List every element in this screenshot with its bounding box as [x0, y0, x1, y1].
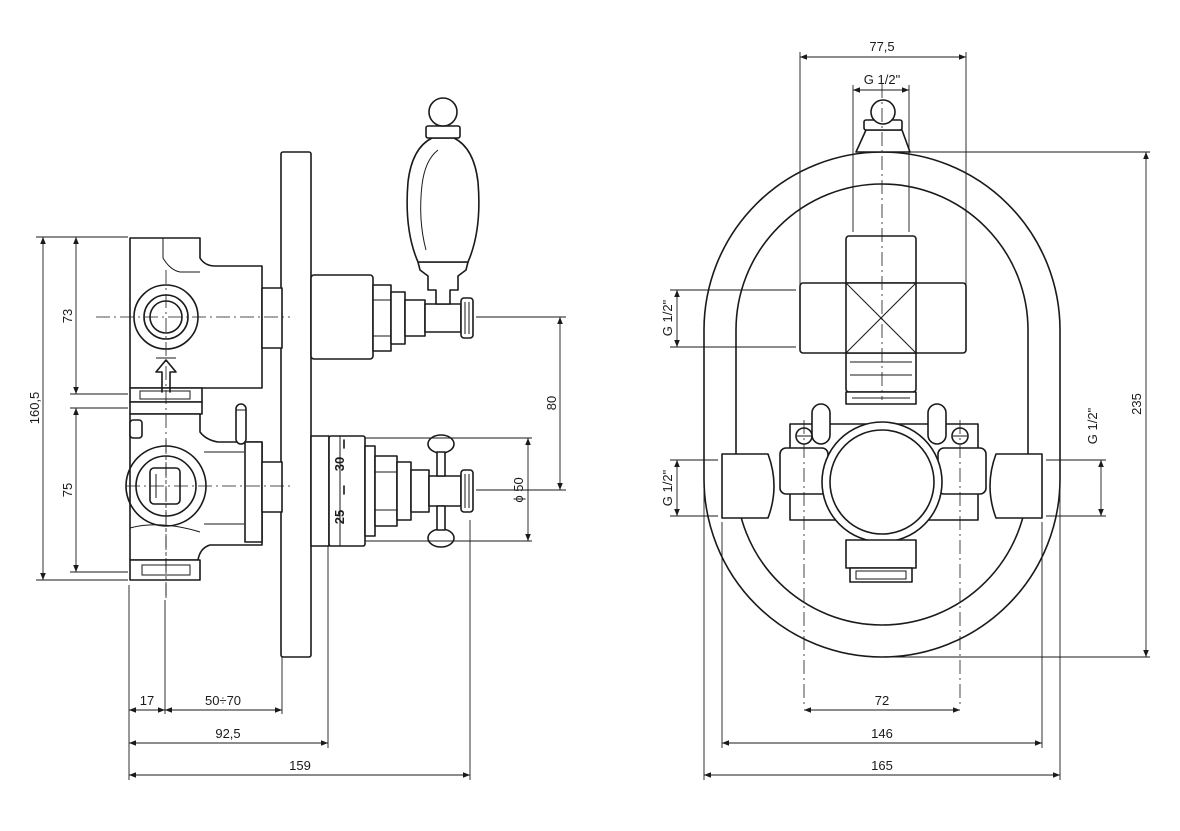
dim-75: 75	[60, 483, 75, 497]
upper-valve-body	[129, 237, 263, 403]
dim-g-left-top: G 1/2"	[660, 299, 675, 336]
lower-valve-assembly	[721, 403, 1043, 583]
dim-g-left-bottom: G 1/2"	[660, 469, 675, 506]
lower-valve-body	[125, 401, 283, 581]
dim-92-5: 92,5	[215, 726, 240, 741]
dim-50-70: 50÷70	[205, 693, 241, 708]
dim-phi50: ϕ 50	[511, 477, 526, 502]
dim-235: 235	[1129, 393, 1144, 415]
dim-g-right: G 1/2"	[1085, 407, 1100, 444]
wall-plate	[280, 151, 312, 658]
scale-25: 25	[332, 510, 347, 524]
upper-cross-connector	[799, 235, 967, 405]
scale-30: 30	[332, 457, 347, 471]
dim-146: 146	[871, 726, 893, 741]
dim-17: 17	[140, 693, 154, 708]
dim-159: 159	[289, 758, 311, 773]
lever-handle	[406, 97, 480, 305]
thermostat-cylinder: 30 25	[310, 434, 474, 548]
side-view: 30 25	[27, 97, 566, 780]
center-outlet-ring	[821, 421, 943, 543]
dim-160-5: 160,5	[27, 392, 42, 425]
front-view: 77,5 G 1/2" G 1/2" G 1/2" G 1/2" 235 72 …	[660, 39, 1150, 780]
dim-80: 80	[544, 396, 559, 410]
dim-g-top: G 1/2"	[864, 72, 901, 87]
dim-165: 165	[871, 758, 893, 773]
dim-73: 73	[60, 309, 75, 323]
dim-77-5: 77,5	[869, 39, 894, 54]
dim-72: 72	[875, 693, 889, 708]
